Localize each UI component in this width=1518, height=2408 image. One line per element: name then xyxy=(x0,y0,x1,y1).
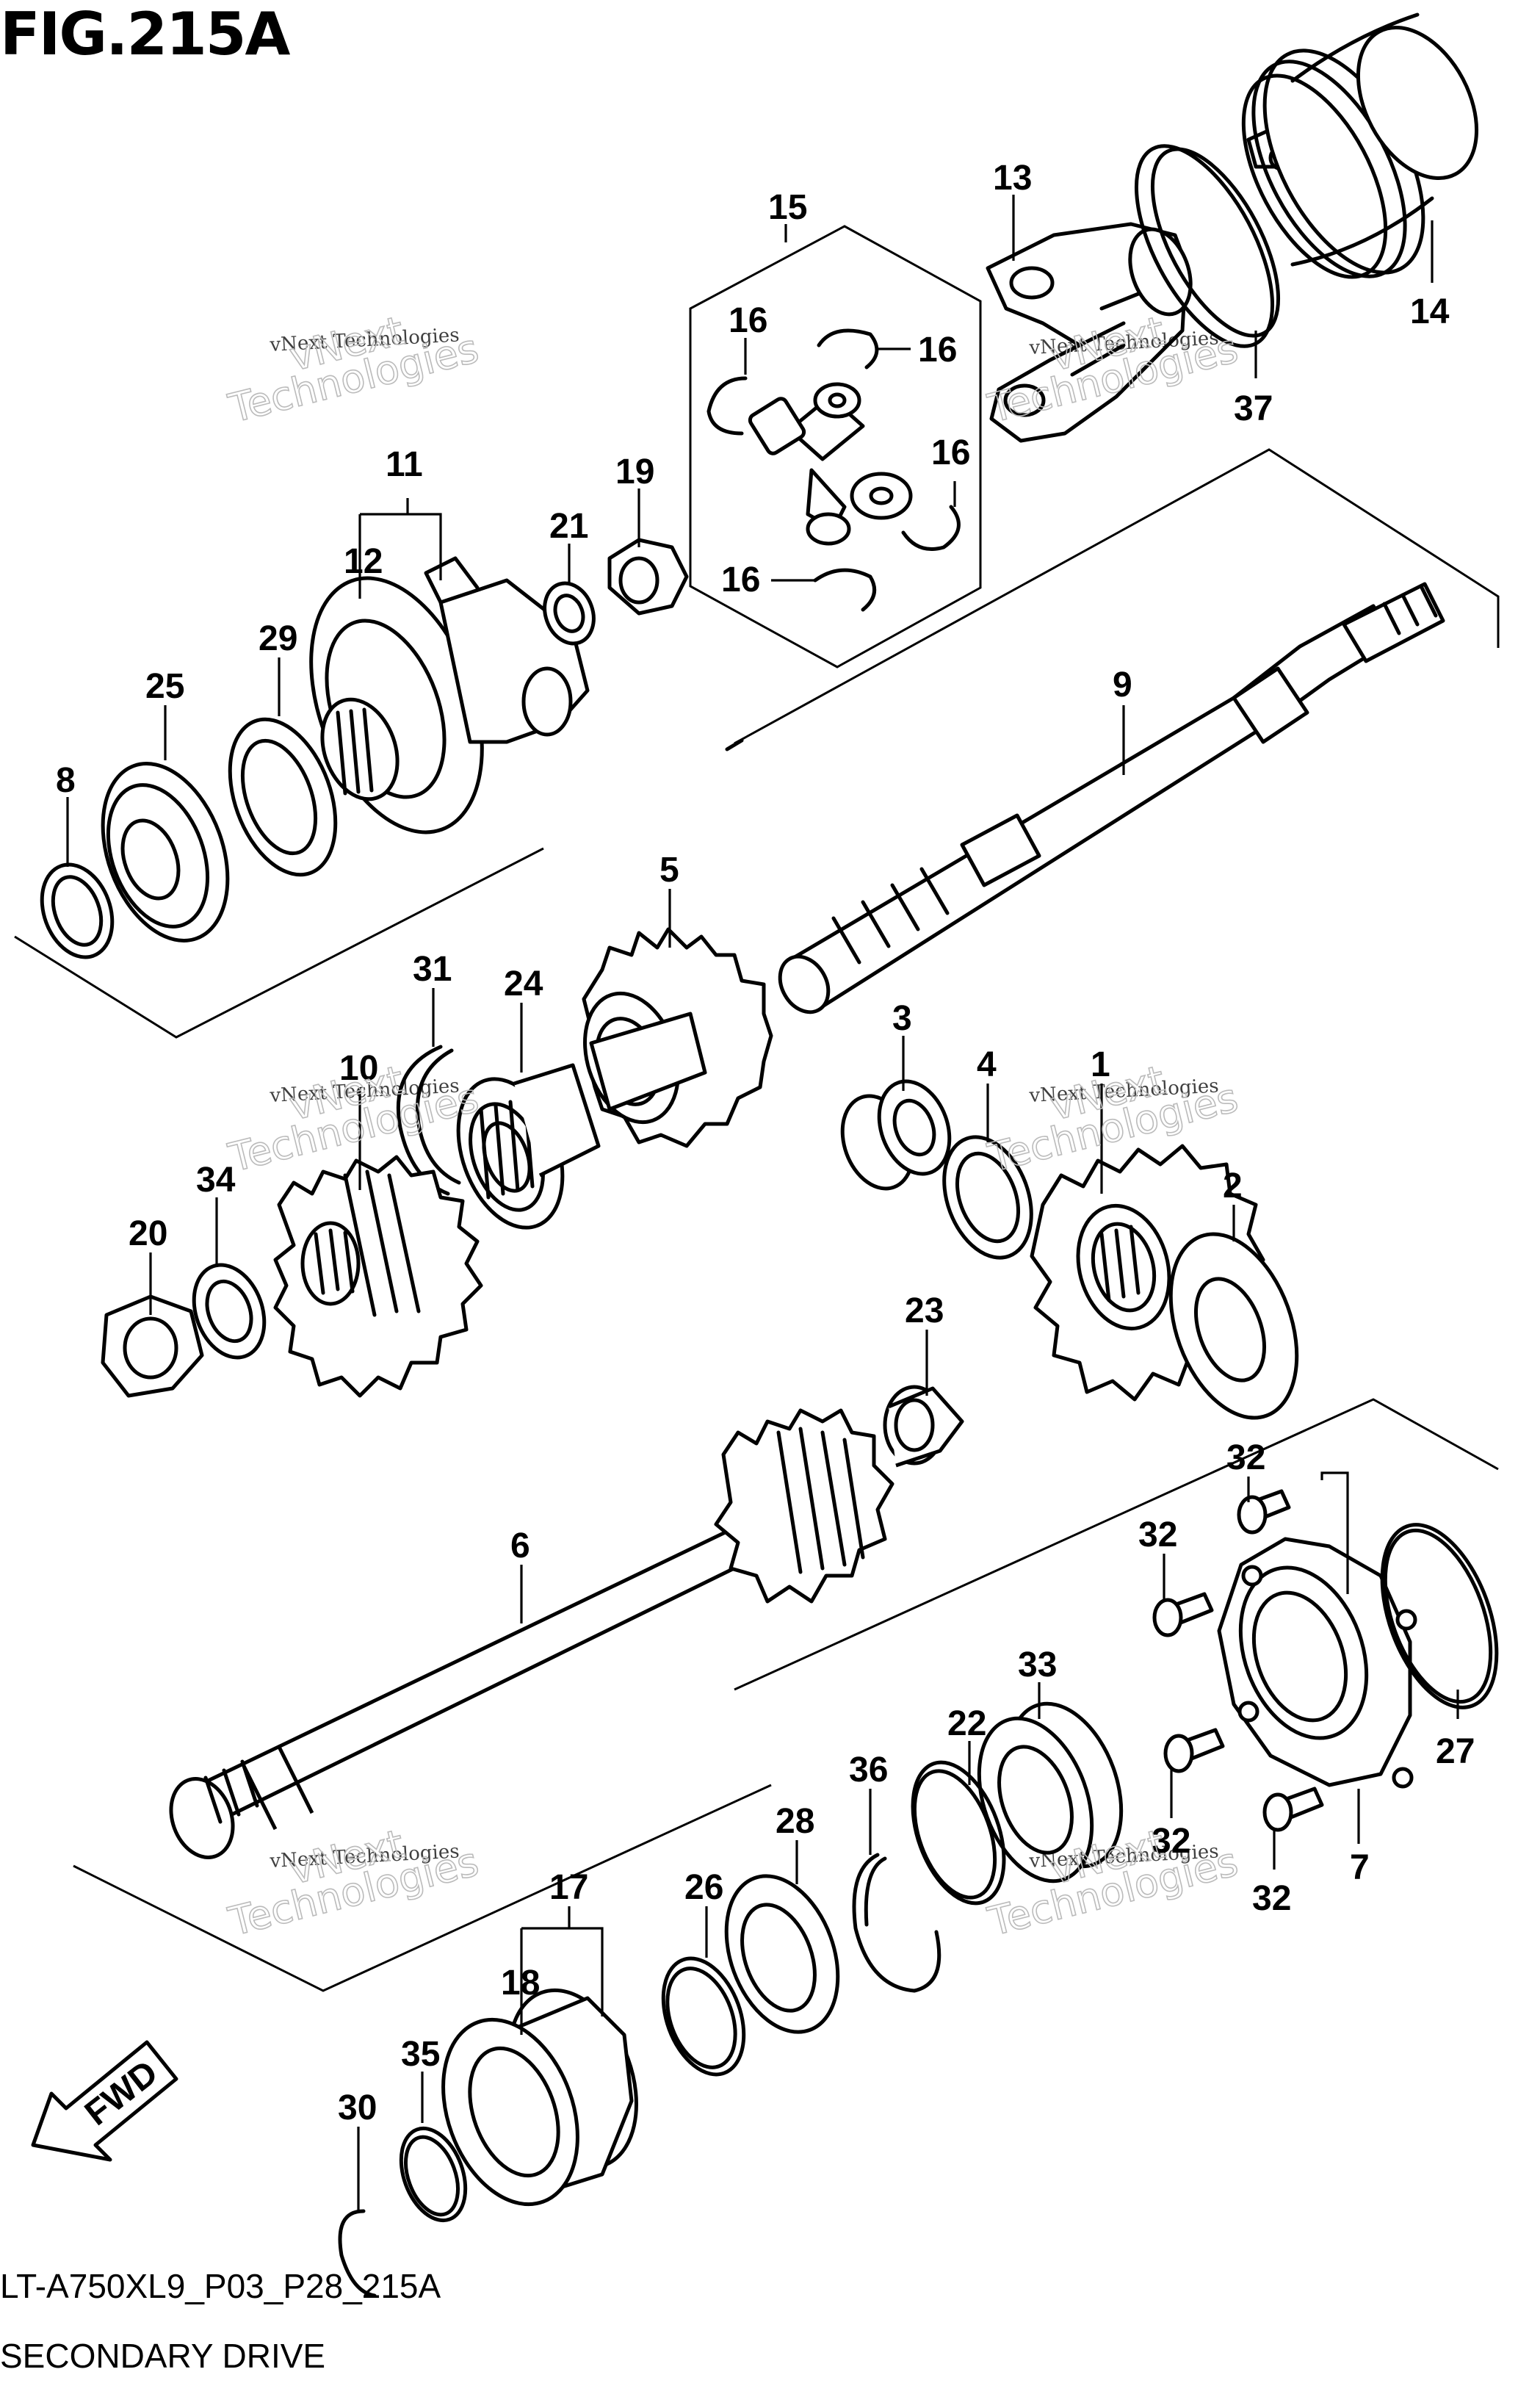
shim-2 xyxy=(1168,1232,1299,1420)
callout-16d: 16 xyxy=(721,560,760,599)
callout-23: 23 xyxy=(905,1291,944,1330)
oil-seal-28 xyxy=(724,1874,840,2034)
bevel-gear-5 xyxy=(582,927,773,1148)
callout-32c: 32 xyxy=(1152,1822,1190,1861)
callout-35: 35 xyxy=(401,2035,440,2074)
callout-5: 5 xyxy=(659,851,679,890)
callout-19: 19 xyxy=(615,453,654,491)
callout-4: 4 xyxy=(977,1045,997,1084)
snap-ring-16b xyxy=(817,328,879,370)
circlip-8 xyxy=(40,862,115,959)
drive-pinion-shaft xyxy=(169,1408,894,1859)
callout-18: 18 xyxy=(501,1964,540,2003)
upper-assembly-plane xyxy=(14,448,1500,1039)
bearing-25 xyxy=(101,762,230,942)
leader-lines xyxy=(66,195,1459,2211)
callout-13: 13 xyxy=(993,159,1032,198)
callout-21: 21 xyxy=(549,507,588,546)
needle-bearing-24 xyxy=(456,1063,601,1230)
bearing-33 xyxy=(977,1701,1124,1883)
callout-24: 24 xyxy=(504,965,543,1003)
callout-15: 15 xyxy=(768,188,807,227)
snap-ring-36 xyxy=(852,1853,941,1993)
nut-20 xyxy=(101,1294,204,1398)
oil-seal-29 xyxy=(228,717,338,877)
callout-1: 1 xyxy=(1091,1045,1110,1084)
figure-code: LT-A750XL9_P03_P28_215A xyxy=(0,2267,441,2305)
o-ring-27 xyxy=(1380,1523,1499,1709)
callout-32a: 32 xyxy=(1226,1438,1265,1477)
callout-33: 33 xyxy=(1018,1645,1057,1684)
callout-32b: 32 xyxy=(1138,1515,1177,1554)
forward-direction-arrow: FWD xyxy=(31,2040,178,2162)
callout-34: 34 xyxy=(196,1161,236,1200)
callout-27: 27 xyxy=(1436,1732,1475,1771)
callout-32d: 32 xyxy=(1252,1879,1291,1918)
callout-25: 25 xyxy=(145,667,184,706)
callout-16b: 16 xyxy=(918,331,957,370)
bush-23 xyxy=(883,1385,964,1468)
collar-3 xyxy=(840,1079,952,1191)
callout-20: 20 xyxy=(129,1214,167,1253)
callout-37: 37 xyxy=(1234,389,1273,428)
callout-26: 26 xyxy=(684,1868,723,1907)
callout-3: 3 xyxy=(892,999,912,1038)
u-joint-kit-group xyxy=(689,225,982,668)
figure-title: FIG.215A xyxy=(0,0,290,68)
callout-36: 36 xyxy=(849,1751,888,1789)
shaft-break-mark xyxy=(725,738,744,751)
figure-caption: SECONDARY DRIVE xyxy=(0,2337,326,2375)
callout-29: 29 xyxy=(259,619,297,658)
snap-ring-16d xyxy=(813,568,877,612)
callout-22: 22 xyxy=(947,1704,986,1743)
bearing-housing-7 xyxy=(1217,1537,1417,1789)
callout-16c: 16 xyxy=(931,433,970,472)
secondary-drive-shaft xyxy=(725,582,1445,1014)
callout-12: 12 xyxy=(344,542,383,581)
callout-28: 28 xyxy=(776,1802,814,1841)
snap-ring-30 xyxy=(338,2209,377,2298)
callout-17: 17 xyxy=(549,1868,588,1907)
bolts-32 xyxy=(1152,1489,1324,1832)
washer-4 xyxy=(942,1135,1033,1260)
nut-19 xyxy=(607,538,689,616)
o-ring-26 xyxy=(661,1956,746,2077)
universal-joint-cross xyxy=(748,382,913,546)
callout-9: 9 xyxy=(1113,666,1132,704)
callout-6: 6 xyxy=(510,1526,530,1565)
callout-10: 10 xyxy=(339,1049,378,1088)
callout-11: 11 xyxy=(386,445,423,484)
callout-16a: 16 xyxy=(729,301,767,340)
middle-assembly-plane xyxy=(73,1398,1499,1992)
callout-31: 31 xyxy=(413,950,452,989)
callout-30: 30 xyxy=(338,2088,377,2127)
coupling-17-18 xyxy=(441,1988,638,2207)
circlip-35 xyxy=(399,2126,468,2223)
callout-2: 2 xyxy=(1223,1167,1243,1205)
callout-8: 8 xyxy=(56,761,76,800)
spiral-gear-10 xyxy=(273,1155,483,1398)
callout-7: 7 xyxy=(1350,1848,1370,1887)
snap-ring-16c xyxy=(901,505,961,551)
rubber-boot xyxy=(1241,12,1479,279)
callouts: 15 16 16 16 16 13 14 37 11 12 19 21 29 2… xyxy=(56,159,1475,2127)
callout-14: 14 xyxy=(1410,292,1450,331)
snap-ring-16a xyxy=(706,376,748,436)
